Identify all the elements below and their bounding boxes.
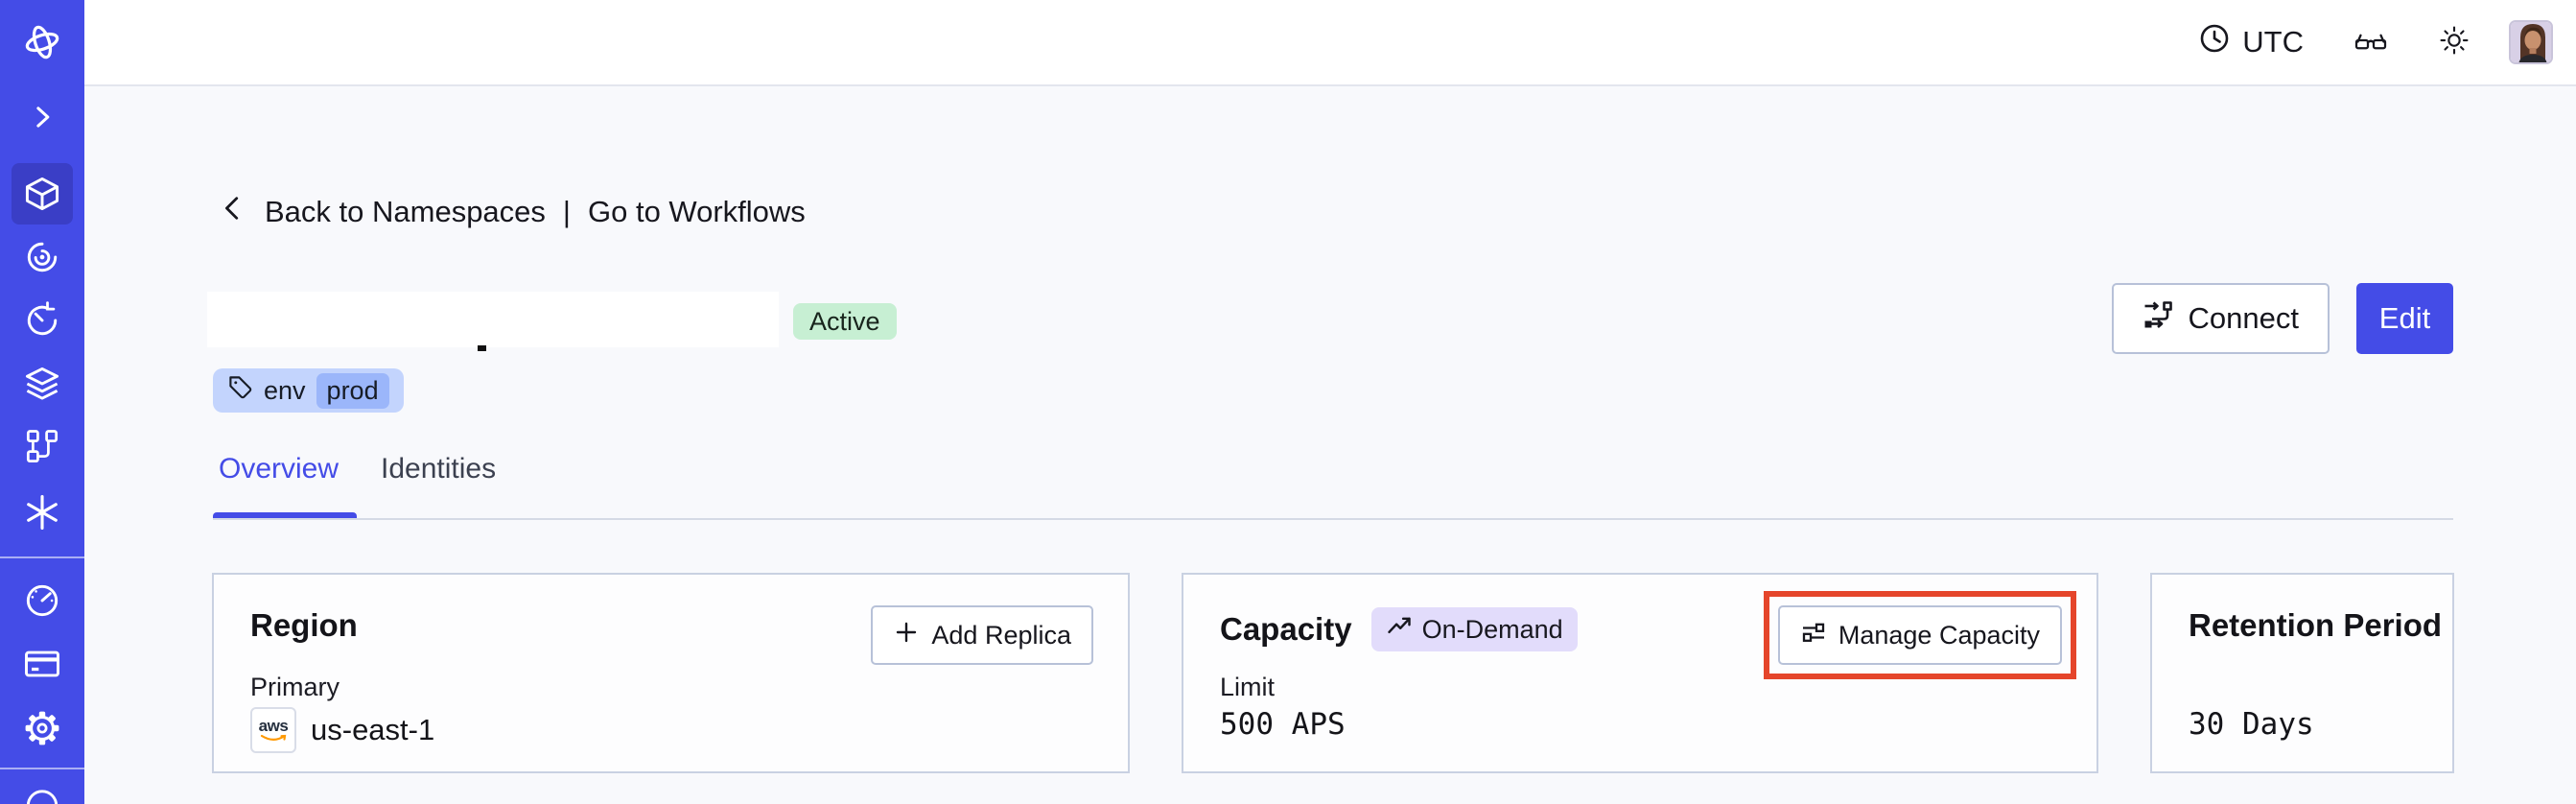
manage-capacity-button[interactable]: Manage Capacity: [1777, 605, 2062, 665]
add-replica-label: Add Replica: [931, 620, 1071, 650]
asterisk-icon: [21, 491, 63, 533]
aws-logo-text: aws: [258, 716, 289, 735]
credit-card-icon: [21, 643, 63, 685]
trending-up-icon: [1386, 613, 1413, 647]
sidebar-item-billing[interactable]: [0, 637, 84, 691]
attention-highlight-box: Manage Capacity: [1763, 591, 2076, 679]
chevron-right-icon: [23, 98, 61, 136]
clock-retry-icon: [21, 299, 63, 342]
ondemand-badge: On-Demand: [1370, 607, 1578, 651]
connect-button-label: Connect: [2188, 301, 2299, 335]
sidebar-item-expand[interactable]: [0, 90, 84, 144]
sidebar-item-schedules[interactable]: [0, 294, 84, 347]
timezone-selector[interactable]: UTC: [2199, 23, 2304, 61]
topbar: UTC: [84, 0, 2576, 86]
sidebar-divider: [0, 556, 84, 558]
breadcrumb-back-link[interactable]: Back to Namespaces: [265, 195, 546, 228]
sidebar-item-settings[interactable]: [0, 701, 84, 755]
edit-button-label: Edit: [2378, 301, 2431, 335]
retention-card-title: Retention Period: [2189, 607, 2443, 643]
clock-icon: [2199, 23, 2230, 61]
breadcrumb-separator: |: [562, 195, 571, 228]
limit-label: Limit: [1220, 673, 1276, 701]
sidebar-item-deployments[interactable]: [0, 357, 84, 411]
capacity-card: Capacity On-Demand: [1182, 573, 2098, 773]
tab-identities[interactable]: Identities: [381, 453, 497, 485]
temporal-logo-icon: [20, 20, 64, 64]
sidebar-item-nexus[interactable]: [0, 485, 84, 539]
aws-logo: aws: [250, 707, 296, 753]
sun-icon: [2438, 24, 2471, 61]
tab-active-underline: [213, 512, 357, 519]
sidebar: [0, 0, 84, 804]
tab-divider: [213, 518, 2453, 520]
sidebar-item-support[interactable]: [0, 781, 84, 804]
status-badge-label: Active: [809, 306, 880, 336]
manage-capacity-label: Manage Capacity: [1838, 620, 2040, 650]
user-avatar[interactable]: [2509, 20, 2553, 64]
tab-overview[interactable]: Overview: [219, 453, 340, 485]
namespace-tag[interactable]: env prod: [213, 368, 404, 413]
branch-icon: [21, 426, 63, 468]
ondemand-badge-label: On-Demand: [1421, 614, 1563, 644]
sidebar-item-home[interactable]: [0, 15, 84, 69]
region-card: Region Add Replica Primary aws: [212, 573, 1130, 773]
plus-icon: [893, 619, 920, 652]
sidebar-item-batch-operations[interactable]: [0, 420, 84, 474]
overview-cards: Region Add Replica Primary aws: [212, 573, 2454, 773]
spiral-icon: [21, 236, 63, 278]
namespace-title-dot: [478, 345, 486, 351]
sidebar-item-namespaces[interactable]: [0, 167, 84, 221]
edit-button[interactable]: Edit: [2356, 283, 2453, 354]
cube-icon: [21, 173, 63, 215]
back-chevron-icon: [219, 194, 247, 230]
add-replica-button[interactable]: Add Replica: [871, 605, 1093, 665]
retention-card: Retention Period 30 Days: [2150, 573, 2454, 773]
tag-value-chip: prod: [316, 372, 389, 409]
timezone-label: UTC: [2242, 25, 2304, 59]
primary-label: Primary: [250, 673, 340, 701]
sliders-icon: [1800, 619, 1827, 652]
breadcrumb[interactable]: Back to Namespaces | Go to Workflows: [219, 194, 806, 230]
connect-button[interactable]: Connect: [2111, 283, 2330, 354]
breadcrumb-workflows-link[interactable]: Go to Workflows: [587, 195, 806, 228]
retention-value: 30 Days: [2189, 707, 2314, 742]
namespace-actions: Connect Edit: [2111, 283, 2453, 354]
connect-flow-icon: [2143, 299, 2173, 338]
layers-icon: [21, 363, 63, 405]
data-encoder-button[interactable]: [2354, 23, 2388, 62]
main-content: Back to Namespaces | Go to Workflows Act…: [84, 86, 2576, 804]
sidebar-divider-bottom: [0, 768, 84, 769]
tag-icon: [227, 374, 253, 407]
status-badge: Active: [793, 303, 897, 340]
theme-toggle-button[interactable]: [2438, 24, 2471, 61]
region-card-title: Region: [250, 607, 358, 643]
glasses-icon: [2354, 23, 2388, 62]
sidebar-item-workflows[interactable]: [0, 230, 84, 284]
capacity-card-title: Capacity: [1220, 611, 1352, 647]
help-circle-icon: [21, 779, 63, 804]
namespace-title-redacted: [207, 292, 779, 347]
tag-key: env: [264, 375, 306, 405]
sidebar-item-usage[interactable]: [0, 574, 84, 627]
region-value: us-east-1: [311, 713, 435, 746]
limit-value: 500 APS: [1220, 707, 1346, 742]
gear-icon: [21, 707, 63, 749]
gauge-icon: [21, 579, 63, 622]
